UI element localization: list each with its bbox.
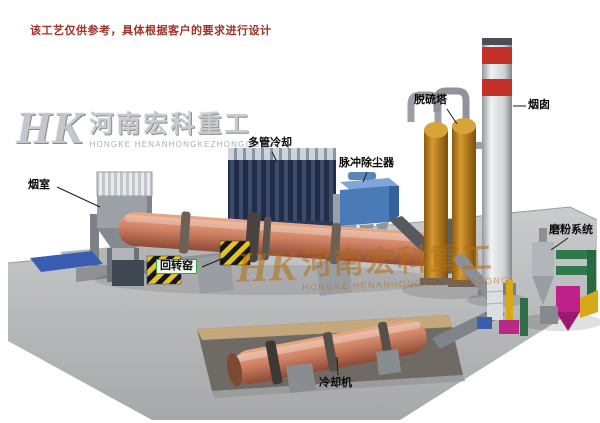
smoke-leg xyxy=(107,248,112,282)
leader-rotary-kiln xyxy=(201,253,234,268)
kiln-tyre xyxy=(178,211,191,254)
disclaimer-note: 该工艺仅供参考，具体根据客户的要求进行设计 xyxy=(30,25,272,37)
collector-side-face xyxy=(389,186,399,222)
chimney-band xyxy=(482,47,512,64)
cyclone-cone xyxy=(532,276,554,305)
leader-multi-tube-cooler xyxy=(271,151,278,163)
logo-brand-en: HONGKE HENANHONGKEZHONGGONG xyxy=(89,140,275,150)
tube-caps xyxy=(228,148,336,161)
chimney-cap xyxy=(482,38,512,45)
leader-pulse-dust-collector xyxy=(362,171,368,183)
mill-cone xyxy=(556,312,580,331)
grinding-system xyxy=(532,228,598,331)
logo-text-block: 河南宏科重工 HONGKE HENANHONGKEZHONGGONG xyxy=(89,106,274,149)
logo-monogram: HK xyxy=(16,102,83,153)
tower-pipe xyxy=(433,87,470,127)
hazard-guard xyxy=(219,240,251,266)
smoke-duct xyxy=(90,214,99,266)
cyclone-inlet xyxy=(539,228,547,244)
tower-base xyxy=(448,280,480,287)
cooling-machine xyxy=(227,320,427,393)
blue-box xyxy=(477,317,492,329)
mill-base-box xyxy=(540,306,558,324)
kiln-tyre xyxy=(329,223,342,265)
label-pulse-dust-collector: 脉冲除尘器 xyxy=(339,157,394,169)
cooler-ring xyxy=(322,331,339,372)
trench-far-wall xyxy=(197,315,453,340)
yellow-pipe xyxy=(506,280,513,326)
yellow-chute xyxy=(580,290,598,318)
label-rotary-kiln: 回转窑 xyxy=(156,259,197,275)
cooler-cylinder-group xyxy=(227,320,427,387)
collector-top-pipe xyxy=(348,172,376,180)
mill-separator xyxy=(556,286,580,312)
label-multi-tube-cooler: 多管冷却 xyxy=(248,137,292,149)
shadow xyxy=(518,313,600,331)
smoke-housing-side xyxy=(147,196,152,228)
kiln-pier xyxy=(316,258,352,296)
flue-connector xyxy=(470,142,484,149)
cooler-ring xyxy=(265,340,283,385)
brand-logo: HK 河南宏科重工 HONGKE HENANHONGKEZHONGGONG xyxy=(16,102,275,153)
green-elbow xyxy=(587,250,596,312)
leader-grinding-system xyxy=(550,237,569,251)
kiln-shell xyxy=(118,212,438,267)
trench-near-rim xyxy=(212,375,465,398)
tower-dome xyxy=(424,122,448,138)
blue-base-plate xyxy=(30,251,103,272)
leader-cooling-machine xyxy=(336,356,339,376)
bag-filter-top xyxy=(96,171,153,197)
cooler-end-cap xyxy=(227,352,243,387)
tank-ring xyxy=(486,302,504,305)
label-smoke-chamber: 烟室 xyxy=(28,179,50,191)
label-cooling-machine: 冷却机 xyxy=(319,377,352,389)
logo-brand-cn: 河南宏科重工 xyxy=(89,111,252,138)
cooler-support xyxy=(376,349,401,375)
tower-base xyxy=(420,278,452,285)
kiln-cylinder-group xyxy=(118,211,438,267)
shadow xyxy=(95,265,435,295)
label-desulfurization-tower: 脱硫塔 xyxy=(414,94,447,106)
hood-duct xyxy=(389,216,434,252)
chimney-body xyxy=(482,40,512,290)
leader-smoke-chamber xyxy=(56,186,101,208)
kiln-ring xyxy=(261,216,272,261)
chimney xyxy=(478,38,516,295)
collector-front-face xyxy=(340,186,389,226)
label-chimney: 烟囱 xyxy=(528,99,550,111)
cooler-support xyxy=(286,363,316,393)
tower-left xyxy=(424,130,448,280)
tank-ring xyxy=(486,290,504,293)
cyclone-body xyxy=(532,242,554,276)
tower-dome xyxy=(452,118,476,134)
tube-bank xyxy=(228,160,336,223)
leader-lines xyxy=(56,105,569,376)
rotary-kiln xyxy=(118,211,462,296)
inclined-duct xyxy=(452,253,497,300)
smoke-base-box xyxy=(112,260,144,286)
green-pipe xyxy=(556,250,596,259)
leader-desulfurization-tower xyxy=(446,108,458,125)
green-downpipe xyxy=(520,298,528,336)
green-pipe xyxy=(556,266,596,275)
magenta-box xyxy=(499,320,519,334)
white-tank xyxy=(487,280,503,320)
trench-conveyor xyxy=(432,306,505,349)
chimney-band xyxy=(482,79,512,96)
kiln-highlight xyxy=(125,214,433,243)
desulfurization-towers xyxy=(407,87,484,287)
aux-equipment xyxy=(432,253,528,349)
label-grinding-system: 磨粉系统 xyxy=(549,224,593,236)
